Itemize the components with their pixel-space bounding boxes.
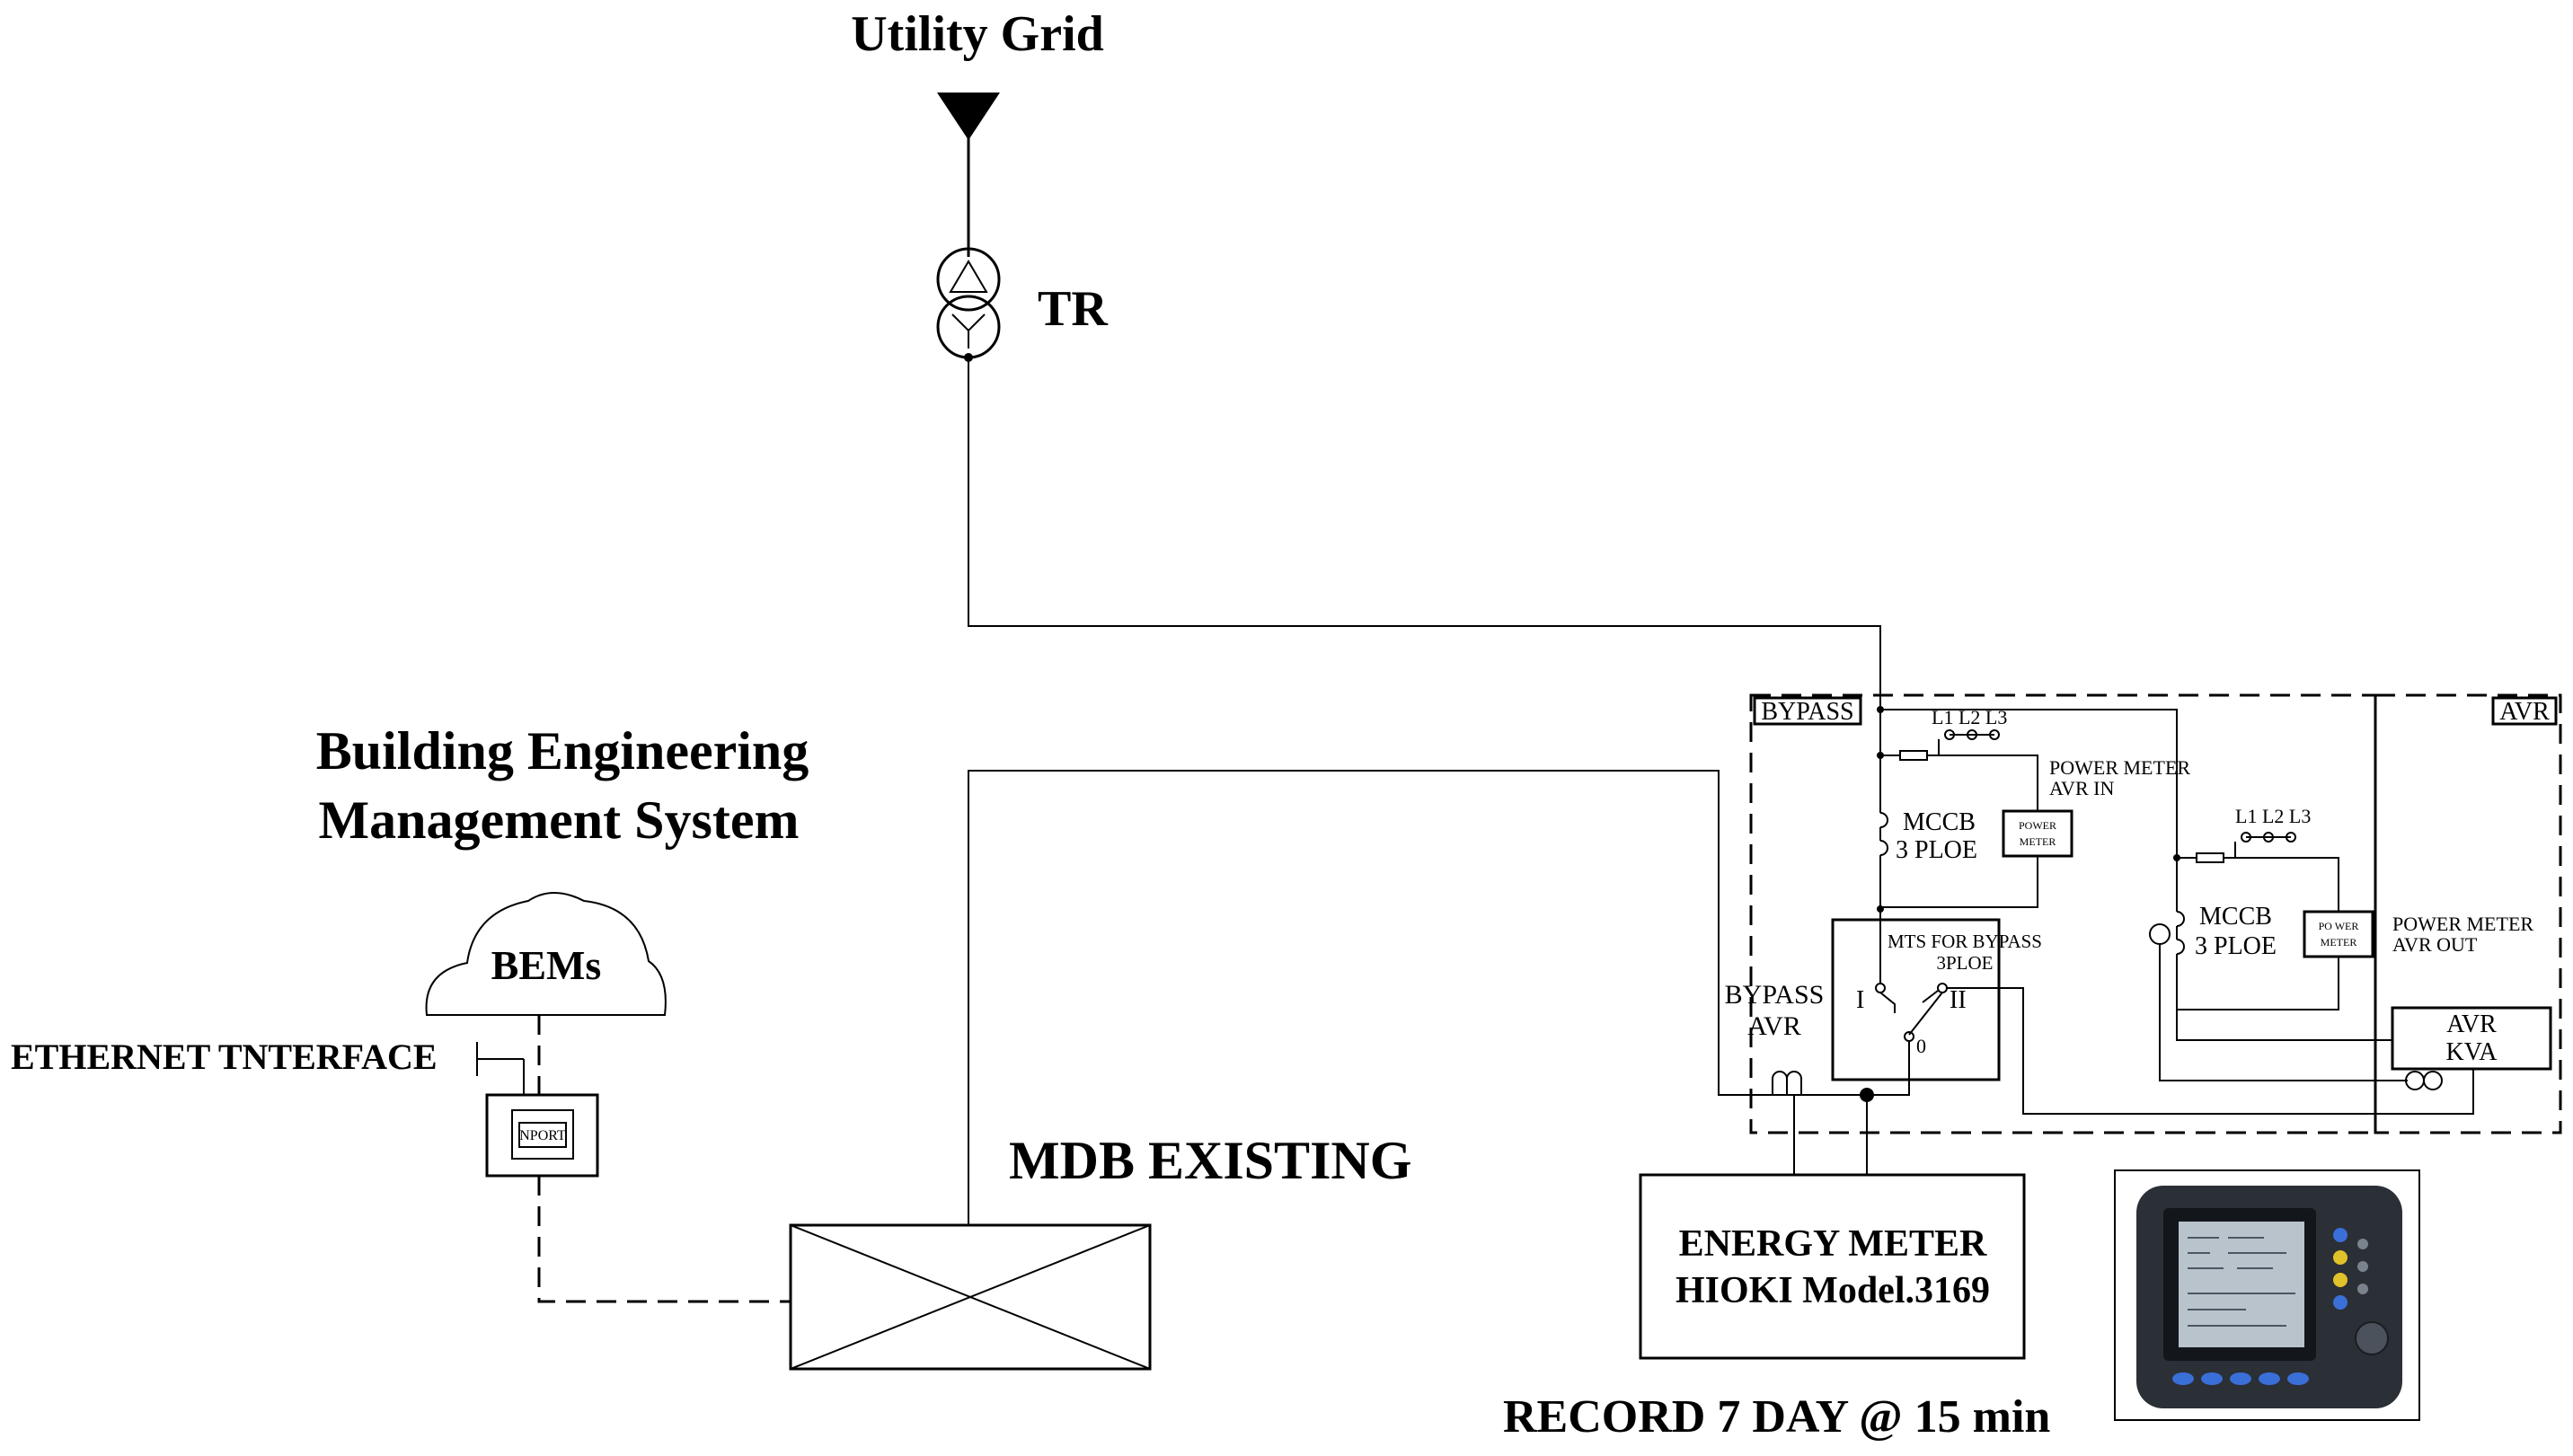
bypass-avr-label-2: AVR xyxy=(1747,1011,1800,1041)
mccb1-label-2: 3 PLOE xyxy=(1896,836,1977,864)
transformer-symbol xyxy=(936,247,1001,359)
bems-title-line1: Building Engineering xyxy=(316,721,809,781)
avr-enclosure xyxy=(2374,693,2562,1134)
hioki-meter-photo xyxy=(2114,1169,2420,1421)
svg-text:PO WER: PO WER xyxy=(2319,920,2359,932)
bems-title-line2: Management System xyxy=(319,790,800,850)
energy-meter-label-2: HIOKI Model.3169 xyxy=(1676,1270,1990,1311)
power-meter-avr-in: POWER METER xyxy=(2002,809,2073,858)
mdb-panel xyxy=(789,1223,1152,1371)
mccb-2 xyxy=(2176,911,2185,955)
svg-text:NPORT: NPORT xyxy=(519,1128,566,1143)
avr-control-contacts-icon xyxy=(2405,1071,2443,1090)
mts-label-1: MTS FOR BYPASS xyxy=(1888,931,2042,952)
phase-label-2: L1 L2 L3 xyxy=(2235,805,2311,827)
nport-device-icon: NPORT xyxy=(485,1093,599,1178)
phase-taps-2 xyxy=(2234,832,2296,858)
mccb-1 xyxy=(1879,812,1888,856)
ethernet-interface-label: ETHERNET TNTERFACE xyxy=(11,1037,438,1077)
svg-text:METER: METER xyxy=(2321,936,2357,949)
energy-meter-label-1: ENERGY METER xyxy=(1679,1223,1987,1265)
bypass-avr-label-1: BYPASS xyxy=(1725,980,1825,1010)
power-meter-out-label-2: AVR OUT xyxy=(2392,933,2478,956)
transformer-label: TR xyxy=(1038,281,1108,337)
mts-switch-symbol xyxy=(1875,920,1948,1069)
phase-label-1: L1 L2 L3 xyxy=(1932,706,2007,728)
utility-grid-label: Utility Grid xyxy=(851,6,1104,62)
phase-taps-1 xyxy=(1938,729,2000,755)
mccb1-label-1: MCCB xyxy=(1903,808,1976,836)
mccb2-label-1: MCCB xyxy=(2199,903,2272,931)
shunt-trip-icon xyxy=(2149,923,2171,945)
record-label: RECORD 7 DAY @ 15 min xyxy=(1503,1391,2050,1443)
mts-box xyxy=(1831,918,2001,1081)
mts-pos-2: II xyxy=(1950,986,1967,1014)
svg-text:METER: METER xyxy=(2020,835,2056,848)
power-meter-in-label-1: POWER METER xyxy=(2049,756,2190,779)
utility-grid-symbol xyxy=(937,93,1000,140)
svg-text:POWER: POWER xyxy=(2019,819,2056,832)
avr-kva-label-2: KVA xyxy=(2445,1038,2498,1066)
mts-pos-0: 0 xyxy=(1916,1035,1926,1057)
mdb-label: MDB EXISTING xyxy=(1009,1131,1411,1190)
avr-kva-box xyxy=(2391,1006,2552,1071)
mts-pos-1: I xyxy=(1856,986,1864,1014)
avr-tag: AVR xyxy=(2499,698,2550,726)
bypass-tag: BYPASS xyxy=(1761,698,1853,726)
power-meter-avr-out: PO WER METER xyxy=(2303,910,2374,958)
mccb2-label-2: 3 PLOE xyxy=(2195,932,2277,960)
power-meter-in-label-2: AVR IN xyxy=(2049,777,2114,799)
current-transformer-symbol xyxy=(1772,1071,1802,1095)
energy-meter-box xyxy=(1639,1173,2026,1360)
mts-label-2: 3PLOE xyxy=(1937,952,1994,974)
power-meter-out-label-1: POWER METER xyxy=(2392,913,2533,935)
bems-cloud-label: BEMs xyxy=(491,942,602,988)
bems-cloud-icon xyxy=(425,892,667,1016)
avr-kva-label-1: AVR xyxy=(2446,1010,2497,1038)
